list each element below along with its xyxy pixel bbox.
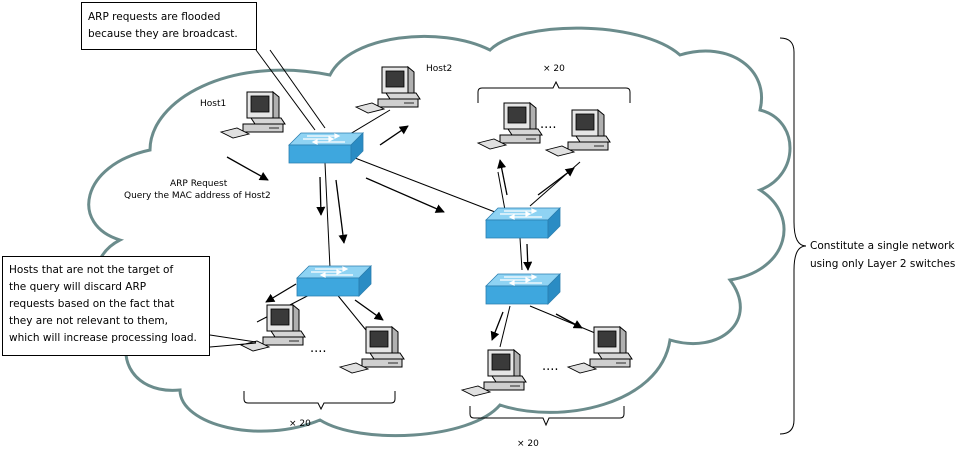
callout-top: ARP requests are flooded because they ar… (81, 2, 257, 50)
switch-right (485, 207, 561, 239)
count-bottom-left: × 20 (289, 419, 311, 429)
bracket-side (779, 37, 807, 435)
callout-left: Hosts that are not the target of the que… (2, 256, 210, 356)
arp-query-label: Query the MAC address of Host2 (124, 191, 271, 201)
ellipsis-bottom-right: .... (542, 359, 559, 374)
callout-pointers (209, 49, 326, 348)
network-cloud (87, 26, 792, 438)
flood-arrows (226, 125, 583, 341)
bracket-top-right (477, 80, 631, 103)
host2-label: Host2 (426, 64, 452, 74)
callout-top-line-2: because they are broadcast. (88, 28, 238, 40)
ellipsis-top-right: .... (540, 117, 557, 132)
callout-left-line-5: which will increase processing load. (9, 332, 197, 344)
side-note-line-2: using only Layer 2 switches (810, 258, 956, 270)
callout-left-line-4: they are not relevant to them, (9, 315, 168, 327)
side-note-line-1: Constitute a single network (810, 240, 955, 252)
host1-label: Host1 (200, 99, 226, 109)
switch-core (288, 132, 364, 164)
callout-left-line-3: requests based on the fact that (9, 298, 175, 310)
switch-bottom-right (485, 273, 561, 305)
callout-left-line-1: Hosts that are not the target of (9, 264, 174, 276)
count-bottom-right: × 20 (517, 439, 539, 449)
links (256, 109, 596, 348)
arp-request-label: ARP Request (170, 179, 228, 189)
side-note: Constitute a single network using only L… (810, 237, 955, 273)
count-top-right: × 20 (543, 64, 565, 74)
callout-left-line-2: the query will discard ARP (9, 281, 147, 293)
switch-bottom-left (296, 265, 372, 297)
bracket-bottom-right (469, 406, 625, 427)
ellipsis-bottom-left: .... (310, 341, 327, 356)
callout-top-line-1: ARP requests are flooded (88, 11, 221, 23)
bracket-bottom-left (243, 391, 396, 411)
